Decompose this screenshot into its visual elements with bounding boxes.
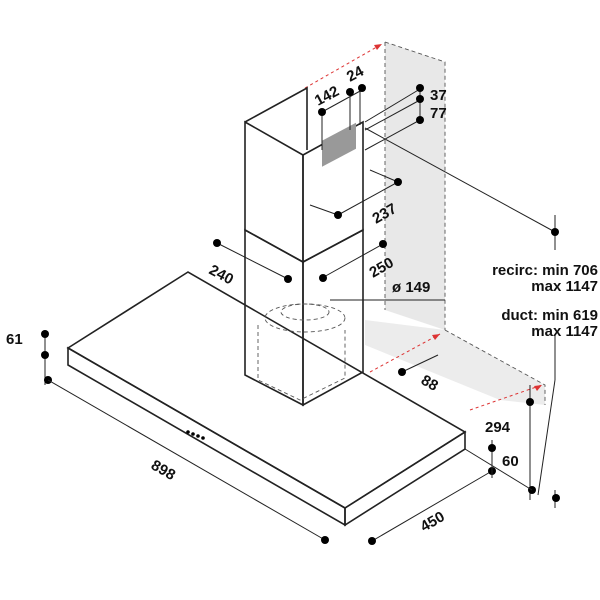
recirc-min: recirc: min 706 [492, 262, 598, 279]
chimney-upper-left [244, 120, 304, 264]
duct-min: duct: min 619 [501, 307, 598, 324]
depth-arrow-top [304, 43, 383, 89]
dim-24: 24 [344, 62, 367, 85]
dimension-marks [41, 84, 560, 545]
floor-strip [365, 320, 545, 405]
depth-arrow-bottom [369, 333, 441, 373]
dim-142: 142 [312, 83, 342, 110]
recirc-max: max 1147 [531, 278, 598, 295]
chimney-lower-left [244, 228, 304, 407]
dim-diameter: ø 149 [392, 279, 430, 296]
hood-side [344, 430, 466, 527]
dim-77: 77 [430, 105, 447, 122]
control-buttons [186, 430, 205, 440]
wall-outline [384, 41, 446, 330]
duct-max: max 1147 [531, 323, 598, 340]
wall-panel [385, 42, 445, 330]
dim-61: 61 [6, 331, 23, 348]
chimney-lower-right [302, 228, 364, 407]
dim-294: 294 [485, 419, 511, 436]
dim-88: 88 [418, 372, 441, 395]
dim-898: 898 [148, 457, 178, 484]
dim-37: 37 [430, 87, 447, 104]
vent-grille-icon [322, 122, 356, 167]
dim-60: 60 [502, 453, 519, 470]
